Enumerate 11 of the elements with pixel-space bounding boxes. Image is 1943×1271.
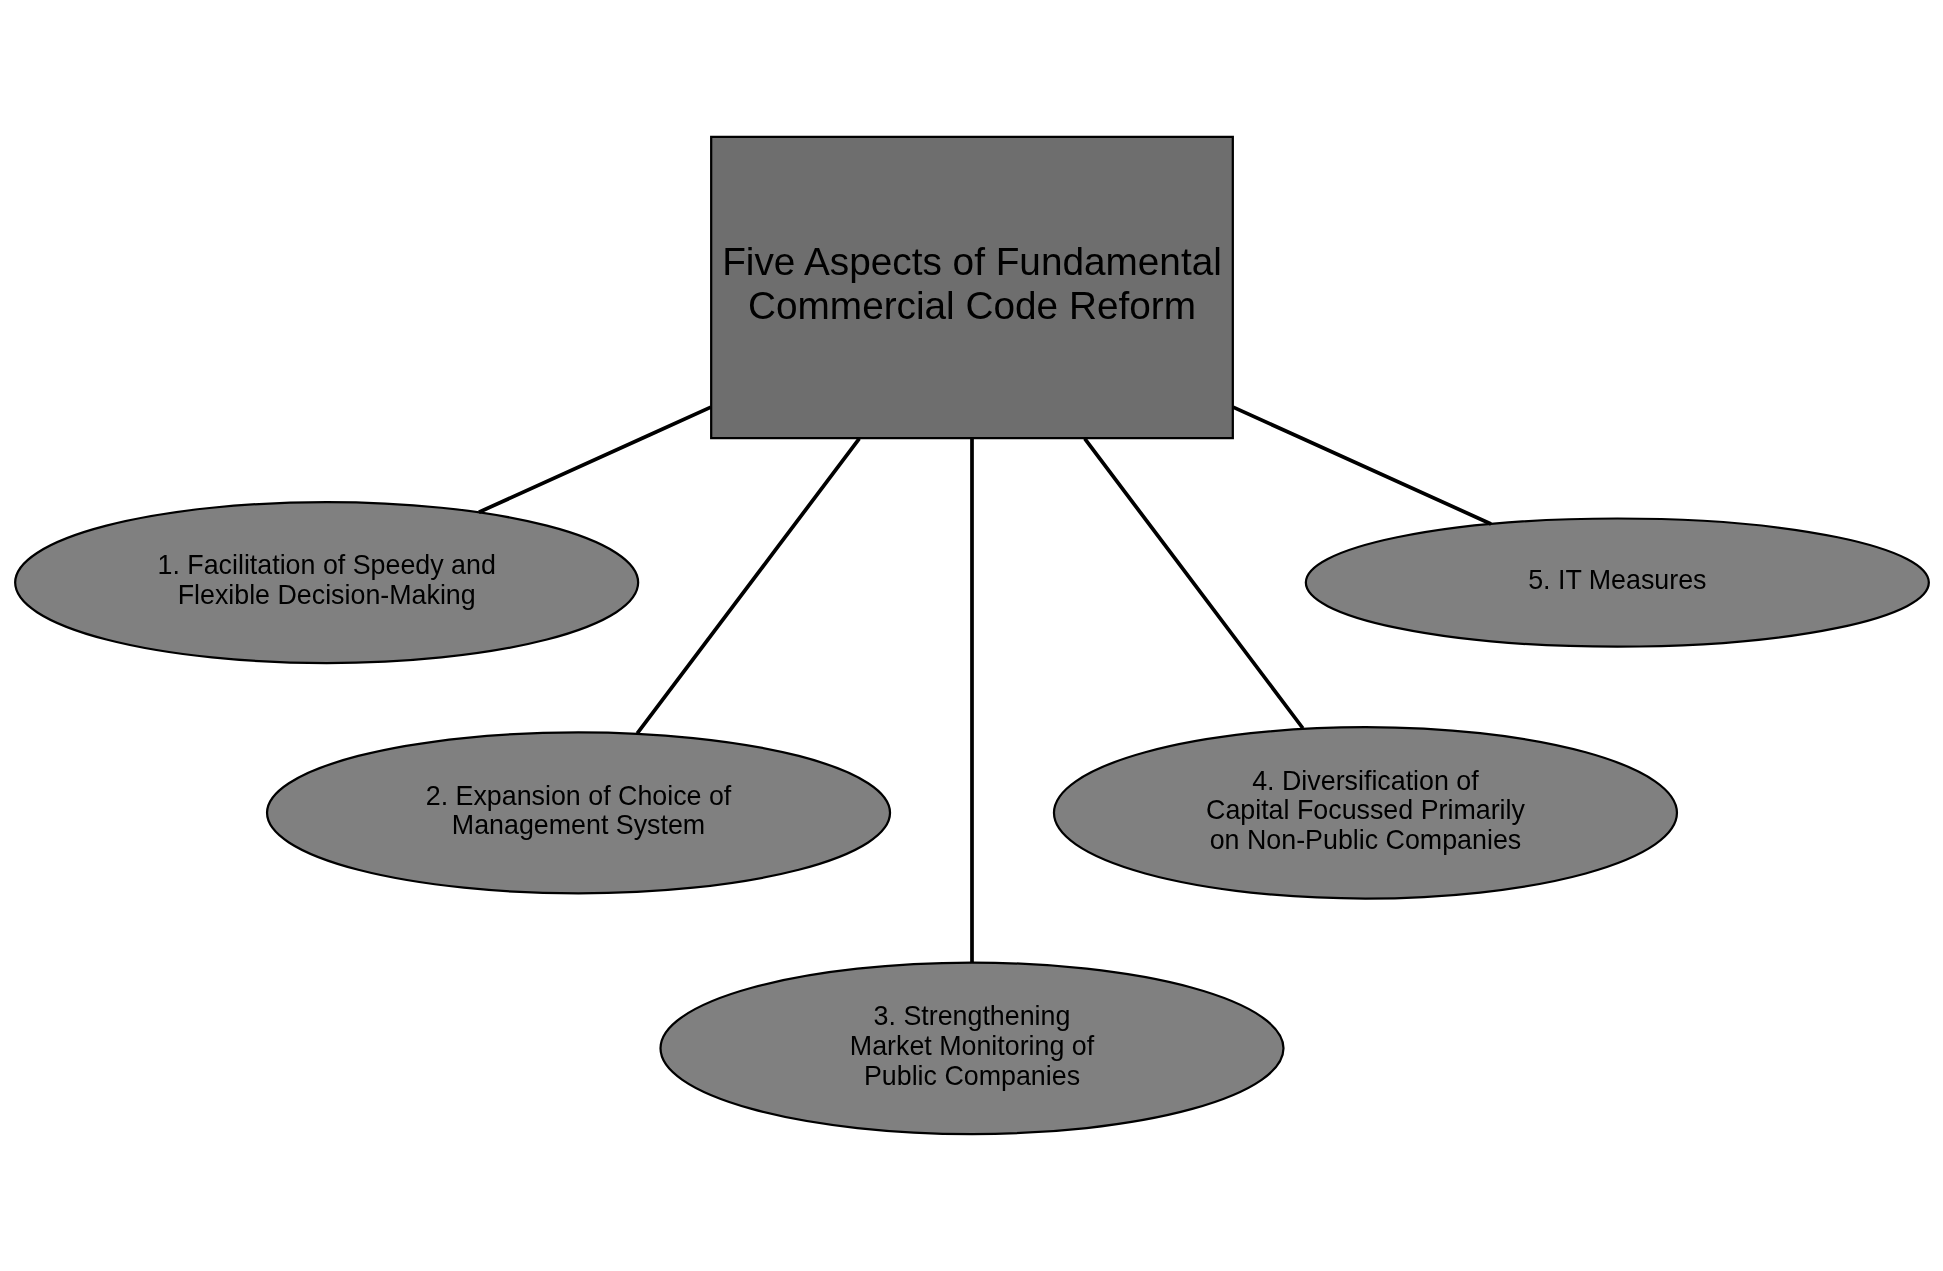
node-ellipse: 5. IT Measures [1304, 517, 1930, 648]
connector [635, 437, 861, 735]
node-box: Five Aspects of Fundamental Commercial Code Reform [709, 135, 1234, 440]
connector [1082, 437, 1304, 730]
connector [969, 438, 974, 963]
connector [477, 405, 712, 514]
node-ellipse: 2. Expansion of Choice of Management System [265, 731, 891, 895]
node-ellipse: 3. Strengthening Market Monitoring of Public Companies [658, 961, 1285, 1136]
connector [1231, 405, 1492, 526]
node-ellipse: 4. Diversification of Capital Focussed Primarily on Non-Public Companies [1052, 726, 1678, 900]
node-ellipse: 1. Facilitation of Speedy and Flexible Decision-Making [13, 501, 639, 665]
